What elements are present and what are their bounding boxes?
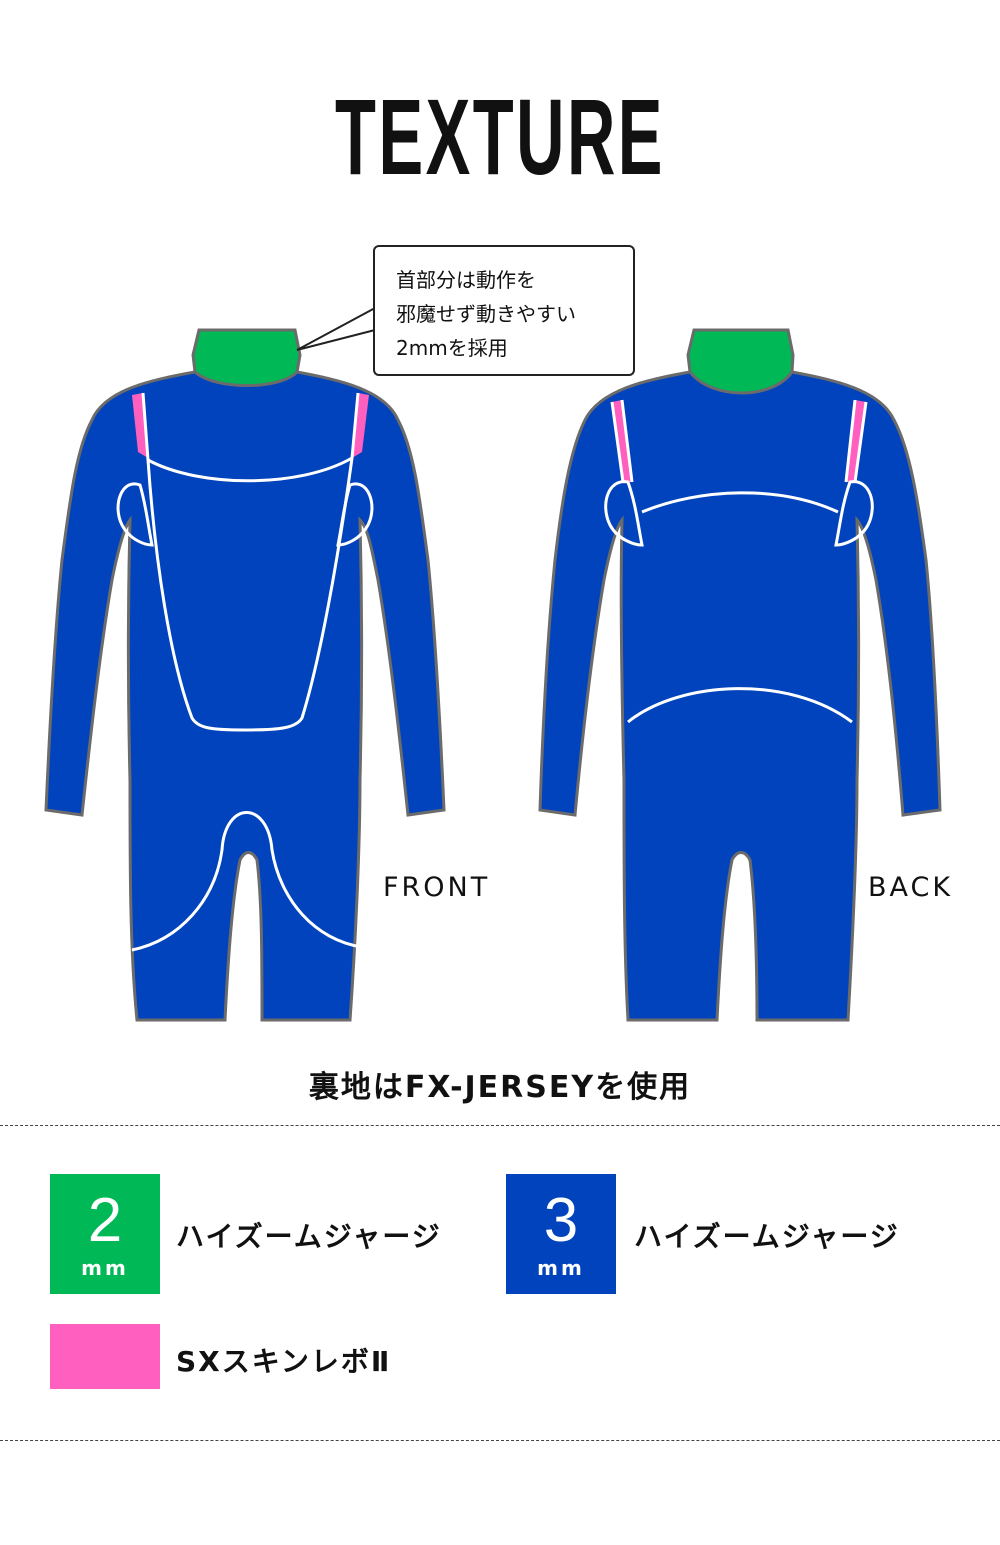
page-title: TEXTURE (335, 76, 665, 197)
back-suit-body (538, 370, 942, 1022)
callout-line: 首部分は動作を (396, 268, 536, 292)
back-seams (604, 399, 874, 724)
front-label: FRONT (383, 872, 491, 903)
front-suit-body (44, 370, 446, 1022)
back-shoulder-panel-right (846, 400, 866, 482)
divider-bottom (0, 1440, 1000, 1441)
neck-callout: 首部分は動作を 邪魔せず動きやすい 2mmを採用 (373, 245, 635, 376)
swatch-unit: mm (537, 1256, 585, 1280)
front-wetsuit (44, 328, 446, 1022)
swatch-number: 3 (543, 1186, 579, 1255)
back-wetsuit (538, 328, 942, 1022)
divider-top (0, 1125, 1000, 1126)
wetsuit-diagram (44, 307, 942, 1022)
callout-line: 2mmを採用 (396, 336, 508, 360)
back-label: BACK (868, 872, 954, 903)
legend-label-3mm: ハイズームジャージ (634, 1220, 900, 1253)
legend-label-sx-skin: SXスキンレボⅡ (176, 1345, 392, 1378)
callout-line: 邪魔せず動きやすい (396, 302, 576, 326)
front-collar (191, 328, 302, 387)
callout-pointer (296, 307, 376, 351)
swatch-3mm: 3 mm (506, 1174, 616, 1294)
back-shoulder-panel-left (612, 400, 632, 482)
swatch-number: 2 (87, 1186, 123, 1255)
swatch-2mm: 2 mm (50, 1174, 160, 1294)
swatch-unit: mm (81, 1256, 129, 1280)
front-seams (116, 392, 374, 952)
front-shoulder-panel-right (352, 393, 369, 458)
lining-caption: 裏地はFX-JERSEYを使用 (308, 1070, 692, 1105)
legend-label-2mm: ハイズームジャージ (176, 1220, 442, 1253)
back-collar (686, 328, 795, 395)
swatch-sx-skin (50, 1324, 160, 1389)
